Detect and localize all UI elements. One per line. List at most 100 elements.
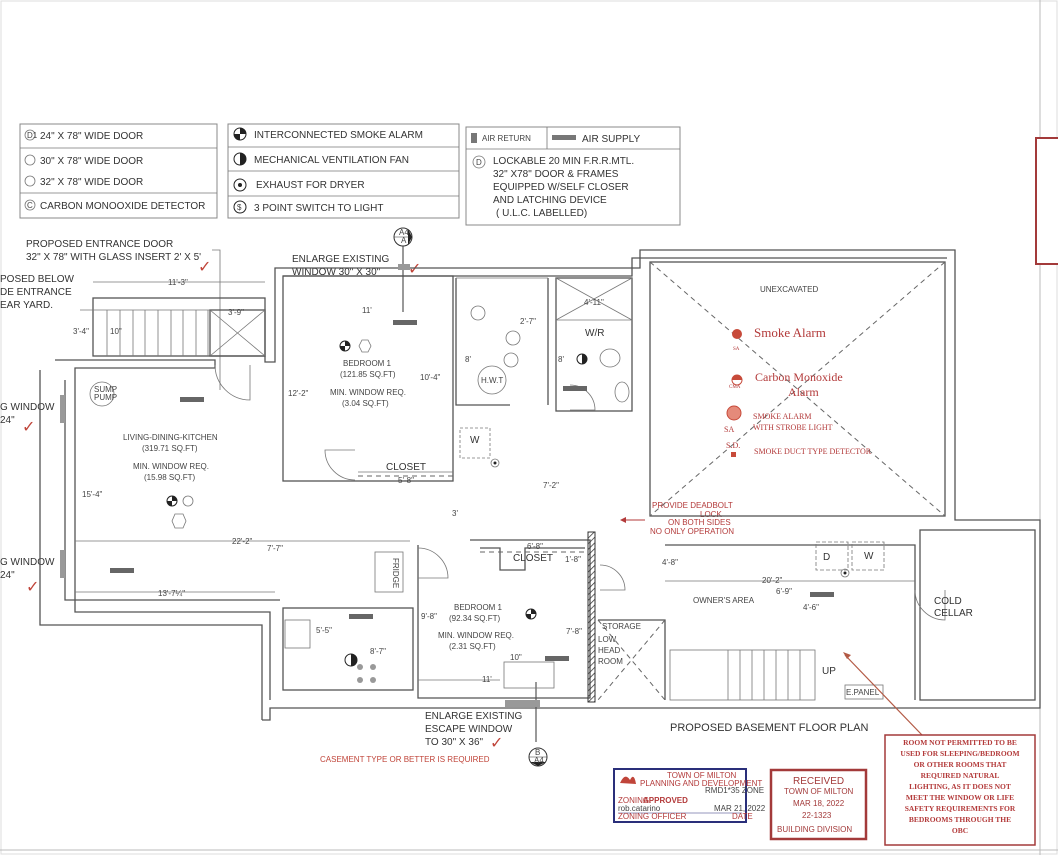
label: SAFETY REQUIREMENTS FOR	[905, 804, 1016, 813]
label: 4'-8"	[662, 558, 678, 567]
fan-icon	[344, 653, 358, 667]
checkmark-icon: ✓	[490, 733, 503, 752]
label: LOCKABLE 20 MIN F.R.R.MTL.	[493, 156, 634, 167]
label: MIN. WINDOW REQ.	[133, 462, 209, 471]
exterior-stairs	[106, 310, 209, 356]
label: $	[237, 203, 242, 212]
label: (15.98 SQ.FT)	[144, 473, 195, 482]
label: (2.31 SQ.FT)	[449, 642, 496, 651]
label: 20'-2"	[762, 576, 783, 585]
legend-air: AIR RETURN AIR SUPPLY D LOCKABLE 20 MIN …	[465, 126, 681, 226]
label: 10"	[110, 327, 122, 336]
label: B	[535, 748, 540, 757]
label: SUMP	[94, 385, 117, 394]
label: 3'-4"	[73, 327, 89, 336]
dimensions: 11'-3" 3'-9" 3'-4" 10" 11' 12'-2" 10'-4"…	[73, 278, 915, 684]
label: RMD1*35 ZONE	[705, 786, 764, 795]
label: 24"	[0, 570, 15, 581]
label: EQUIPPED W/SELF CLOSER	[493, 182, 629, 193]
fan-icon	[576, 353, 588, 365]
label: 12'-2"	[288, 389, 309, 398]
checkmark-icon: ✓	[198, 257, 211, 276]
red-note-box: ROOM NOT PERMITTED TO BE USED FOR SLEEPI…	[884, 734, 1036, 846]
label: 5'-5"	[316, 626, 332, 635]
legend-label: 30" X 78" WIDE DOOR	[40, 156, 143, 167]
label: STORAGE	[602, 622, 641, 631]
town-logo	[620, 776, 636, 784]
label: (3.04 SQ.FT)	[342, 399, 389, 408]
door-d-icon: D	[472, 155, 486, 169]
smoke-alarm-icon	[339, 340, 351, 352]
co-detector-icon	[171, 495, 194, 529]
label: POSED BELOW	[0, 274, 74, 285]
label: ESCAPE WINDOW	[425, 724, 513, 735]
label: WITH STROBE LIGHT	[753, 423, 833, 432]
note-arrow	[844, 654, 923, 736]
air-supply-icon	[552, 135, 576, 140]
smoke-alarm-icon	[166, 495, 178, 507]
label: 22'-2"	[232, 537, 253, 546]
label: Smoke Alarm	[754, 325, 826, 340]
label: H.W.T	[481, 376, 503, 385]
switch-icon: $	[233, 200, 247, 214]
label: 4'-11"	[584, 298, 604, 307]
label: AIR SUPPLY	[582, 134, 640, 145]
alarm-legend: SA Smoke Alarm CMA Carbon Monoxide Alarm…	[724, 325, 872, 457]
interior-stairs	[727, 650, 801, 700]
label: FRIDGE	[391, 558, 400, 588]
door-d2-icon	[24, 154, 36, 166]
label: USED FOR SLEEPING/BEDROOM	[900, 749, 1019, 758]
received-stamp: RECEIVED TOWN OF MILTON MAR 18, 2022 22-…	[769, 768, 868, 841]
dryer-exhaust-icon	[490, 458, 850, 578]
label: MIN. WINDOW REQ.	[438, 631, 514, 640]
label: MEET THE WINDOW OR LIFE	[906, 793, 1014, 802]
label: CASEMENT TYPE OR BETTER IS REQUIRED	[320, 755, 490, 764]
section-marker-top: A4 A	[393, 227, 413, 312]
label: HEAD	[598, 646, 620, 655]
walls	[39, 249, 1041, 721]
label: 6'-8"	[527, 542, 543, 551]
water-heater-icon	[477, 365, 507, 395]
label: 3'-9"	[228, 308, 244, 317]
toilet-icon	[599, 348, 621, 368]
label: 7'-7"	[267, 544, 283, 553]
label: Alarm	[788, 385, 819, 399]
label: BEDROOM 1	[343, 359, 392, 368]
label: 15'-4"	[82, 490, 103, 499]
label: COLD	[934, 596, 962, 607]
label: 22-1323	[802, 811, 832, 820]
label: BEDROOM 1	[454, 603, 503, 612]
legend-label: 24" X 78" WIDE DOOR	[40, 131, 143, 142]
label: 32" X 78" WITH GLASS INSERT 2' X 5'	[26, 252, 201, 263]
label: CELLAR	[934, 608, 973, 619]
checkmark-icon: ✓	[22, 417, 35, 436]
label: 8'	[465, 355, 471, 364]
label: (319.71 SQ.FT)	[142, 444, 198, 453]
label: UNEXCAVATED	[760, 285, 818, 294]
label: W	[864, 551, 874, 562]
label: (121.85 SQ.FT)	[340, 370, 396, 379]
label: MIN. WINDOW REQ.	[330, 388, 406, 397]
svg-text:D1: D1	[27, 131, 38, 140]
label: Carbon Monoxide	[755, 370, 843, 384]
label: 24"	[0, 415, 15, 426]
label: D	[476, 158, 482, 167]
label: WINDOW 30" X 30"	[292, 267, 381, 278]
label: OWNER'S AREA	[693, 596, 755, 605]
zoning-stamp: TOWN OF MILTON PLANNING AND DEVELOPMENT …	[613, 768, 766, 823]
co-alarm-icon	[732, 375, 742, 380]
legend-label: 32" X 78" WIDE DOOR	[40, 177, 143, 188]
label: 5'-8"	[398, 476, 414, 485]
label: W/R	[585, 328, 604, 339]
label: LIGHTING, AS IT DOES NOT	[909, 782, 1011, 791]
label: SMOKE ALARM	[753, 412, 811, 421]
label: A4	[399, 228, 409, 237]
door-d1-icon: D1	[24, 129, 38, 141]
air-return-icon	[471, 133, 477, 143]
legend-doors: D1 24" X 78" WIDE DOOR 30" X 78" WIDE DO…	[19, 123, 218, 219]
label: MAR 18, 2022	[793, 799, 845, 808]
label: NO ONLY OPERATION	[650, 527, 734, 536]
label: AIR RETURN	[482, 134, 531, 143]
